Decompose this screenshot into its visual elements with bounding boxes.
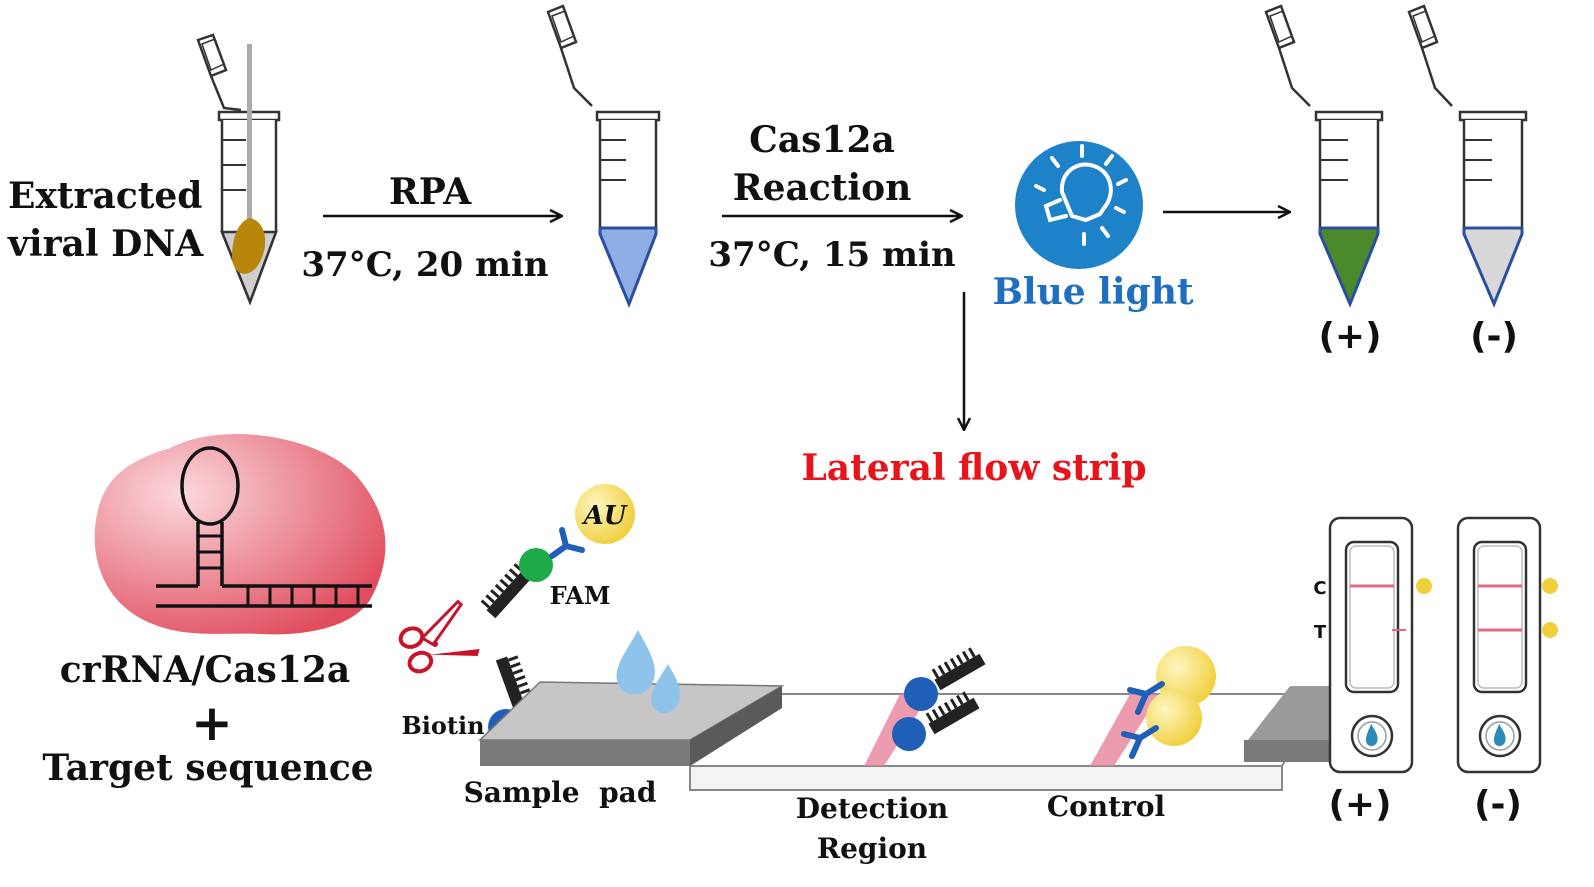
swab-icon <box>232 44 266 274</box>
test-strip-icon-negative <box>1456 516 1558 774</box>
detection-capture-icon <box>892 647 986 751</box>
cas12a-label-line2: Reaction <box>733 167 912 209</box>
cas12a-condition: 37°C, 15 min <box>708 235 955 275</box>
sample-label-line2: viral DNA <box>7 223 204 265</box>
positive-tube-icon <box>1264 4 1384 308</box>
negative-tube-icon <box>1407 4 1528 308</box>
lateral-flow-strip <box>689 686 1330 791</box>
droplet-icon <box>616 630 681 713</box>
control-capture-icon <box>1121 646 1216 759</box>
rpa-label: RPA <box>389 171 472 213</box>
detection-label-line2: Region <box>817 832 927 865</box>
blue-light-label: Blue light <box>992 271 1193 313</box>
sample-pad-label: Sample pad <box>464 776 657 809</box>
hairpin-crrna-icon <box>94 434 386 635</box>
tube-negative-label: (-) <box>1470 316 1518 357</box>
lateral-flow-title: Lateral flow strip <box>801 447 1146 489</box>
gold-nanoparticle-icon: AU <box>575 484 635 544</box>
cas12a-label-line1: Cas12a <box>749 119 895 161</box>
target-label: Target sequence <box>42 747 373 789</box>
strip-t-label: T <box>1314 622 1327 643</box>
tube-positive-label: (+) <box>1318 316 1381 357</box>
strip-positive-label: (+) <box>1328 784 1391 825</box>
strip-c-label: C <box>1313 578 1326 599</box>
strip-negative-label: (-) <box>1474 784 1522 825</box>
sample-pad <box>478 681 785 766</box>
biotin-label: Biotin <box>401 711 484 740</box>
plus-sign: + <box>191 694 233 752</box>
test-strip-icon-positive <box>1328 516 1432 774</box>
detection-label-line1: Detection <box>796 792 949 825</box>
antibody-icon <box>549 527 585 559</box>
sample-label-line1: Extracted <box>8 175 202 217</box>
rpa-tube-icon <box>546 4 661 309</box>
light-bulb-icon <box>1015 141 1143 269</box>
scissors-icon <box>398 599 480 674</box>
rpa-condition: 37°C, 20 min <box>301 245 548 285</box>
fam-reporter-icon <box>480 548 553 619</box>
complex-label: crRNA/Cas12a <box>60 649 350 691</box>
fam-label: FAM <box>550 581 611 610</box>
control-label: Control <box>1047 790 1165 823</box>
gold-label: AU <box>581 501 628 531</box>
